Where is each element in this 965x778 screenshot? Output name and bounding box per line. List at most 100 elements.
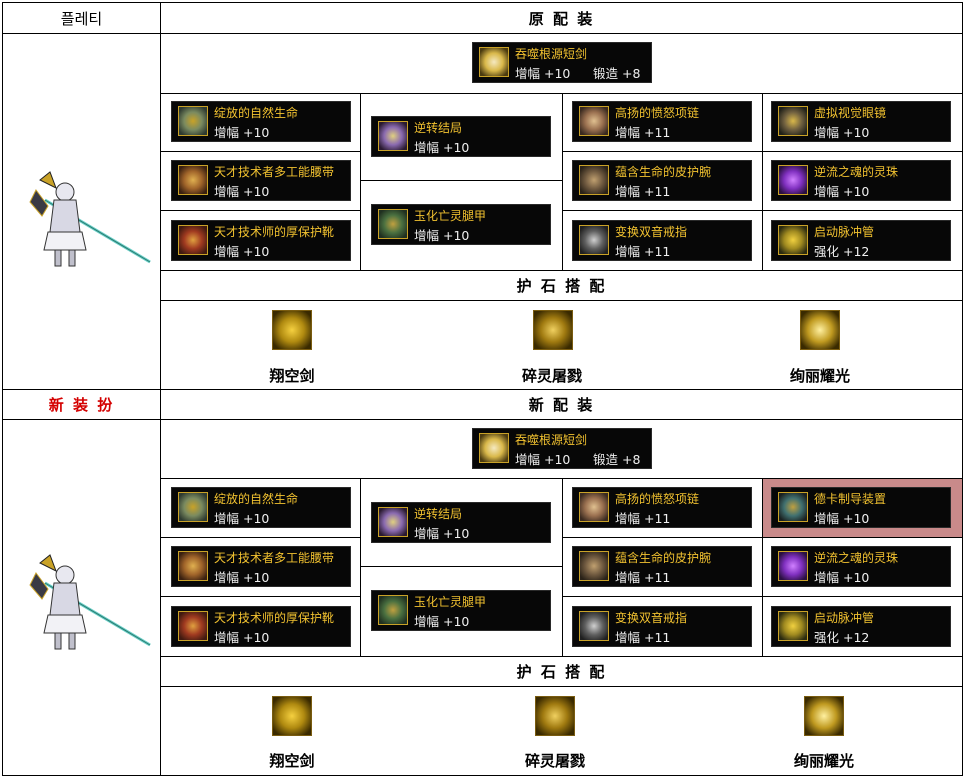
slash-rune-icon <box>533 310 573 350</box>
item-level: 增幅 +10 <box>814 570 870 585</box>
bracelet-icon <box>579 165 609 195</box>
equipment-card[interactable]: 变换双音戒指 增幅 +11 <box>572 220 752 261</box>
tube-icon <box>778 611 808 641</box>
item-level: 增幅 +11 <box>615 630 671 645</box>
belt-icon <box>178 165 208 195</box>
boots-icon <box>178 611 208 641</box>
equipment-card[interactable]: 蕴含生命的皮护腕 增幅 +11 <box>572 546 752 587</box>
item-forge: 锻造 +8 <box>593 66 641 81</box>
item-level: 增幅 +10 <box>414 614 470 629</box>
equipment-card[interactable]: 天才技术师的厚保护靴 增幅 +10 <box>171 220 351 261</box>
sword-rune-icon <box>272 696 312 736</box>
equipment-card[interactable]: 虚拟视觉眼镜 增幅 +10 <box>771 101 951 142</box>
item-name: 玉化亡灵腿甲 <box>414 595 487 609</box>
leg-armor-icon <box>378 209 408 239</box>
necklace-icon <box>579 106 609 136</box>
equipment-card[interactable]: 绽放的自然生命 增幅 +10 <box>171 487 351 528</box>
item-level: 增幅 +11 <box>615 125 671 140</box>
belt-icon <box>178 551 208 581</box>
item-name: 吞噬根源短剑 <box>515 47 588 61</box>
equipment-card[interactable]: 高扬的愤怒项链 增幅 +11 <box>572 101 752 142</box>
equipment-card[interactable]: 玉化亡灵腿甲 增幅 +10 <box>371 204 551 245</box>
equipment-card[interactable]: 逆转结局 增幅 +10 <box>371 502 551 543</box>
equipment-card[interactable]: 蕴含生命的皮护腕 增幅 +11 <box>572 160 752 201</box>
item-forge: 锻造 +8 <box>593 452 641 467</box>
equipment-card[interactable]: 天才技术师的厚保护靴 增幅 +10 <box>171 606 351 647</box>
stone-label: 翔空剑 <box>269 752 315 770</box>
item-level: 增幅 +10 <box>214 244 270 259</box>
equipment-card[interactable]: 启动脉冲管 强化 +12 <box>771 220 951 261</box>
item-name: 蕴含生命的皮护腕 <box>615 165 712 179</box>
boots-icon <box>178 225 208 255</box>
item-name: 天才技术师的厚保护靴 <box>214 225 335 239</box>
armor-top-icon <box>178 492 208 522</box>
equipment-card[interactable]: 玉化亡灵腿甲 增幅 +10 <box>371 590 551 631</box>
item-name: 逆流之魂的灵珠 <box>814 165 899 179</box>
equipment-card[interactable]: 天才技术者多工能腰带 增幅 +10 <box>171 546 351 587</box>
stone-label: 碎灵屠戮 <box>521 367 582 385</box>
goggles-icon <box>778 106 808 136</box>
shoulder-icon <box>378 507 408 537</box>
equipment-card[interactable]: 绽放的自然生命 增幅 +10 <box>171 101 351 142</box>
sword-rune-icon <box>272 310 312 350</box>
equipment-card[interactable]: 变换双音戒指 增幅 +11 <box>572 606 752 647</box>
item-level: 增幅 +11 <box>615 570 671 585</box>
new-outfit-label: 新 装 扮 <box>48 396 115 414</box>
item-level: 增幅 +10 <box>814 184 870 199</box>
stone-label: 绚丽耀光 <box>793 752 854 770</box>
light-rune-icon <box>800 310 840 350</box>
item-name: 变换双音戒指 <box>615 611 688 625</box>
weapon-card[interactable]: 吞噬根源短剑 增幅 +10 锻造 +8 <box>472 428 652 469</box>
equipment-card[interactable]: 逆流之魂的灵珠 增幅 +10 <box>771 546 951 587</box>
stone-label: 碎灵屠戮 <box>524 752 585 770</box>
equipment-card-changed[interactable]: 德卡制导装置 增幅 +10 <box>771 487 951 528</box>
item-name: 蕴含生命的皮护腕 <box>615 551 712 565</box>
item-name: 天才技术师的厚保护靴 <box>214 611 335 625</box>
item-name: 德卡制导装置 <box>814 492 887 506</box>
leg-armor-icon <box>378 595 408 625</box>
item-name: 逆转结局 <box>414 507 463 521</box>
item-level: 增幅 +10 <box>414 140 470 155</box>
item-level: 增幅 +10 <box>414 526 470 541</box>
item-level: 增幅 +11 <box>615 244 671 259</box>
stone-label: 绚丽耀光 <box>789 367 850 385</box>
dagger-icon <box>479 433 509 463</box>
armor-top-icon <box>178 106 208 136</box>
equipment-card[interactable]: 启动脉冲管 强化 +12 <box>771 606 951 647</box>
stone-header: 护 石 搭 配 <box>516 277 607 295</box>
item-name: 天才技术者多工能腰带 <box>214 551 335 565</box>
dagger-icon <box>479 47 509 77</box>
bracelet-icon <box>579 551 609 581</box>
item-name: 虚拟视觉眼镜 <box>814 106 887 120</box>
item-name: 高扬的愤怒项链 <box>615 106 700 120</box>
item-name: 天才技术者多工能腰带 <box>214 165 335 179</box>
light-rune-icon <box>804 696 844 736</box>
equipment-card[interactable]: 天才技术者多工能腰带 增幅 +10 <box>171 160 351 201</box>
orb-icon <box>778 165 808 195</box>
item-level: 增幅 +10 <box>515 66 571 81</box>
item-level: 增幅 +11 <box>615 184 671 199</box>
ring-icon <box>579 611 609 641</box>
weapon-card[interactable]: 吞噬根源短剑 增幅 +10 锻造 +8 <box>472 42 652 83</box>
item-name: 绽放的自然生命 <box>214 106 299 120</box>
necklace-icon <box>579 492 609 522</box>
item-name: 高扬的愤怒项链 <box>615 492 700 506</box>
slash-rune-icon <box>535 696 575 736</box>
tube-icon <box>778 225 808 255</box>
item-level: 增幅 +10 <box>214 125 270 140</box>
original-build-header: 原 配 装 <box>528 9 595 28</box>
stone-label: 翔空剑 <box>269 367 315 385</box>
item-name: 逆转结局 <box>414 121 463 135</box>
stone-header: 护 石 搭 配 <box>516 663 607 681</box>
equipment-card[interactable]: 高扬的愤怒项链 增幅 +11 <box>572 487 752 528</box>
item-level: 增幅 +10 <box>214 184 270 199</box>
item-level: 增幅 +10 <box>414 228 470 243</box>
shoulder-icon <box>378 121 408 151</box>
item-level: 增幅 +10 <box>814 511 870 526</box>
item-name: 启动脉冲管 <box>814 225 875 239</box>
item-level: 增幅 +10 <box>214 570 270 585</box>
equipment-card[interactable]: 逆流之魂的灵珠 增幅 +10 <box>771 160 951 201</box>
ring-icon <box>579 225 609 255</box>
item-name: 绽放的自然生命 <box>214 492 299 506</box>
equipment-card[interactable]: 逆转结局 增幅 +10 <box>371 116 551 157</box>
